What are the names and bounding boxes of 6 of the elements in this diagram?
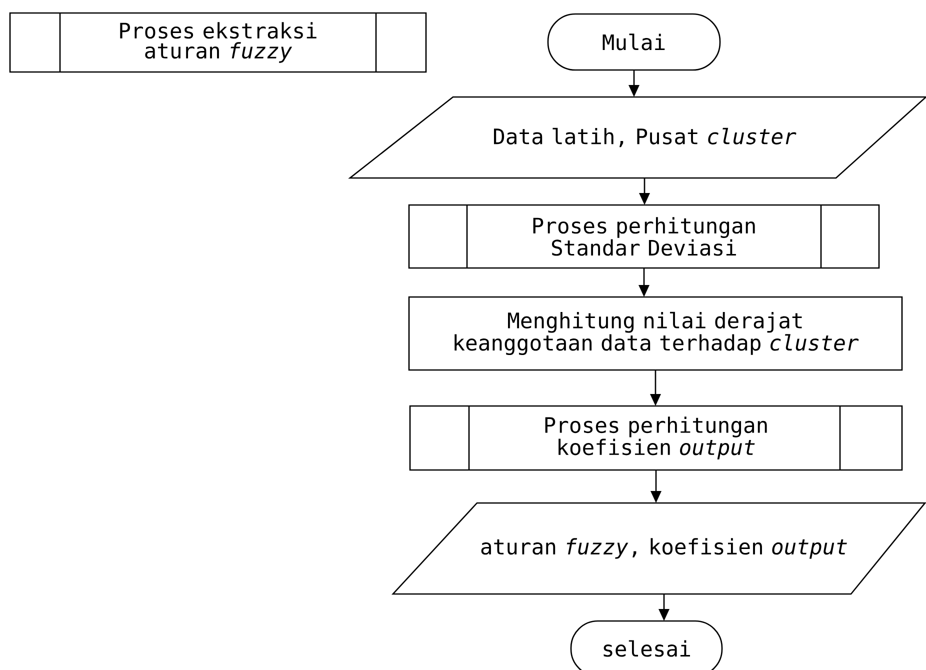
terminator: Mulai — [547, 13, 721, 71]
process-box: Menghitung nilai derajat keanggotaan data terhadap cluster — [408, 296, 903, 371]
predefined-process-box: Proses ekstraksi aturan fuzzy — [9, 12, 427, 73]
predefined-process-box: Proses perhitungan koefisien output — [409, 405, 903, 471]
predefined-process-box: Proses perhitungan Standar Deviasi — [408, 204, 880, 269]
terminator: selesai — [570, 620, 723, 670]
